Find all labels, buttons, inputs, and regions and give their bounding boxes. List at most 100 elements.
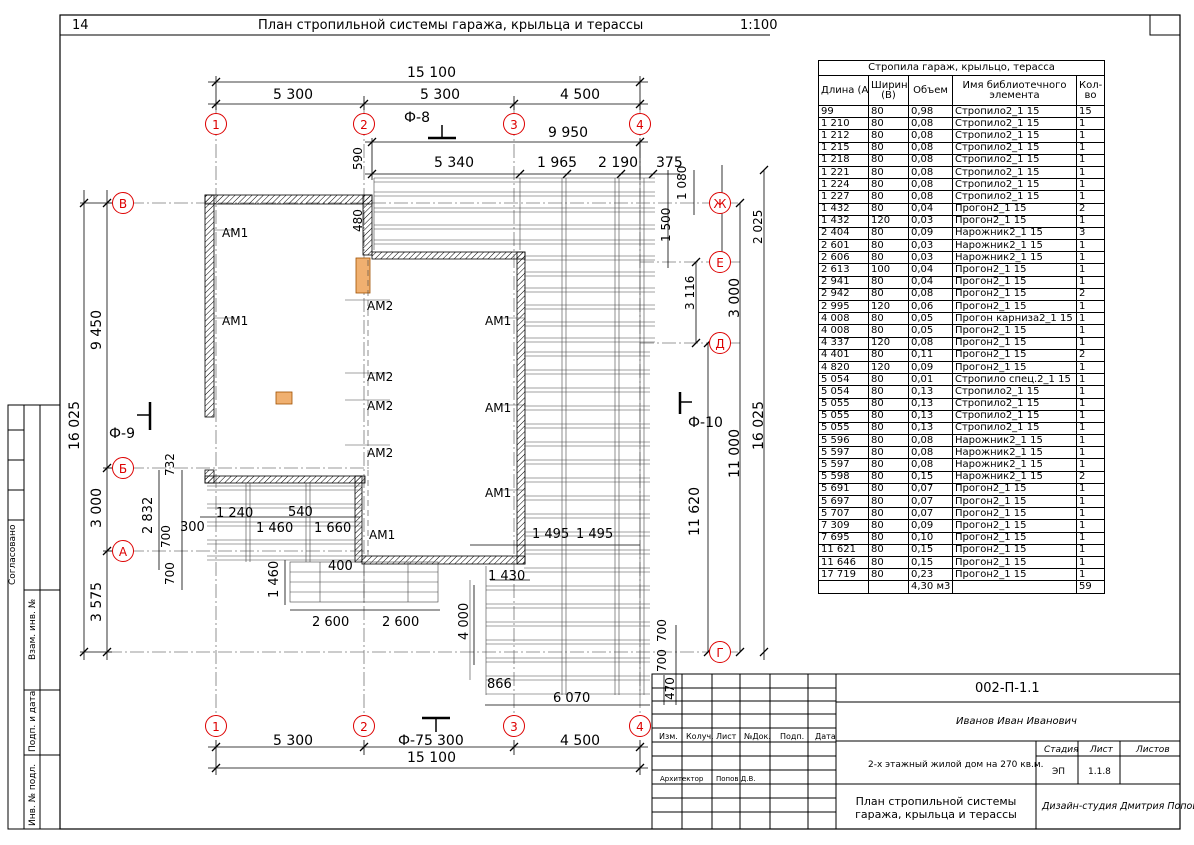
label-am2: АМ2 — [367, 370, 394, 384]
dim-1240: 1 240 — [216, 506, 254, 521]
schedule-cell: 0,08 — [908, 141, 953, 155]
schedule-cell: 1 227 — [818, 190, 869, 204]
schedule-cell: 1 — [1075, 312, 1106, 326]
schedule-cell: 0,04 — [908, 275, 953, 289]
schedule-cell: 0,09 — [908, 360, 953, 375]
schedule-cell: 0,05 — [908, 312, 953, 326]
schedule-cell: 0,07 — [908, 482, 953, 497]
tb-col-izm: Изм. — [659, 732, 678, 741]
role-architect: Архитектор — [660, 775, 704, 783]
schedule-cell: 0,15 — [908, 543, 953, 557]
dim-16025-left: 16 025 — [67, 401, 83, 450]
schedule-cell: Прогон2_1 15 — [952, 555, 1077, 570]
schedule-cell: 80 — [868, 543, 909, 557]
axis-4-bottom: 4 — [629, 715, 651, 737]
schedule-cell: 80 — [868, 482, 909, 497]
schedule-cell: 120 — [868, 336, 909, 350]
schedule-cell: 2 601 — [818, 239, 869, 253]
schedule-cell: 1 218 — [818, 153, 869, 167]
dim-700-c: 700 — [655, 619, 669, 642]
schedule-cell: 7 309 — [818, 519, 869, 533]
schedule-total-volume: 4,30 м3 — [908, 580, 953, 594]
schedule-cell: 5 596 — [818, 434, 869, 448]
schedule-cell: 1 — [1075, 519, 1106, 533]
title-block-lines — [651, 673, 1181, 830]
schedule-total-row: 4,30 м3 59 — [818, 580, 1106, 594]
schedule-cell: 80 — [868, 178, 909, 192]
schedule-cell: Стропило2_1 15 — [952, 421, 1077, 436]
dim-2025: 2 025 — [751, 209, 765, 244]
schedule-cell: 1 — [1075, 482, 1106, 497]
schedule-cell: 5 055 — [818, 409, 869, 423]
schedule-cell: 4 008 — [818, 312, 869, 326]
schedule-cell: 5 054 — [818, 373, 869, 387]
schedule-cell: Прогон2_1 15 — [952, 275, 1077, 289]
schedule-cell: 0,05 — [908, 324, 953, 338]
schedule-cell: Прогон2_1 15 — [952, 202, 1077, 216]
schedule-cell: Прогон карниза2_1 15 — [952, 312, 1077, 326]
label-am1: АМ1 — [485, 486, 512, 500]
schedule-cell: 2 — [1075, 287, 1106, 302]
schedule-cell: Нарожник2_1 15 — [952, 251, 1077, 265]
dim-2832: 2 832 — [141, 496, 156, 534]
schedule-cell: 0,07 — [908, 494, 953, 509]
schedule-cell: 0,08 — [908, 117, 953, 131]
schedule-cell: 80 — [868, 568, 909, 582]
schedule-cell: 4 008 — [818, 324, 869, 338]
schedule-cell: 1 212 — [818, 129, 869, 143]
dim-1080: 1 080 — [675, 165, 689, 200]
drawing-code: 002-П-1.1 — [975, 681, 1040, 696]
schedule-cell: 1 432 — [818, 214, 869, 228]
schedule-cell: 15 — [1075, 104, 1106, 119]
schedule-cell: 1 — [1075, 434, 1106, 448]
dim-4000: 4 000 — [457, 602, 472, 640]
axis-v: В — [112, 192, 134, 214]
dim-700-a: 700 — [159, 525, 173, 548]
schedule-cell: 0,08 — [908, 336, 953, 350]
schedule-cell: 80 — [868, 117, 909, 131]
schedule-cell: Стропило2_1 15 — [952, 409, 1077, 423]
schedule-cell: 0,03 — [908, 239, 953, 253]
stage-header: Стадия — [1044, 745, 1079, 755]
schedule-cell: 120 — [868, 360, 909, 375]
schedule-cell: 1 — [1075, 494, 1106, 509]
schedule-cell: 80 — [868, 397, 909, 411]
axis-1-top: 1 — [205, 113, 227, 135]
schedule-cell: 80 — [868, 434, 909, 448]
rafter-schedule-table: Стропила гараж, крыльцо, терасса Длина (… — [817, 60, 1106, 594]
schedule-header: Кол-во — [1075, 75, 1106, 106]
schedule-cell: 1 — [1075, 117, 1106, 131]
dim-1500: 1 500 — [659, 207, 673, 242]
schedule-header: Ширина (B) — [868, 75, 909, 106]
schedule-cell: 1 — [1075, 336, 1106, 350]
dim-top-total: 15 100 — [407, 65, 456, 81]
label-am2: АМ2 — [367, 299, 394, 313]
schedule-cell: 1 — [1075, 153, 1106, 167]
schedule-cell: 1 — [1075, 178, 1106, 192]
schedule-cell: Прогон2_1 15 — [952, 348, 1077, 362]
schedule-cell: 80 — [868, 555, 909, 570]
schedule-cell: 2 942 — [818, 287, 869, 302]
schedule-cell: Нарожник2_1 15 — [952, 434, 1077, 448]
schedule-cell: 80 — [868, 104, 909, 119]
schedule-cell: 1 — [1075, 531, 1106, 545]
drawing-scale: 1:100 — [740, 18, 778, 33]
schedule-cell: Нарожник2_1 15 — [952, 239, 1077, 253]
schedule-cell: Прогон2_1 15 — [952, 507, 1077, 521]
label-f8: Ф-8 — [404, 110, 431, 126]
schedule-cell: 7 695 — [818, 531, 869, 545]
schedule-cell: 17 719 — [818, 568, 869, 582]
schedule-cell: Стропило2_1 15 — [952, 141, 1077, 155]
schedule-cell: 80 — [868, 129, 909, 143]
sheets-header: Листов — [1136, 745, 1170, 755]
